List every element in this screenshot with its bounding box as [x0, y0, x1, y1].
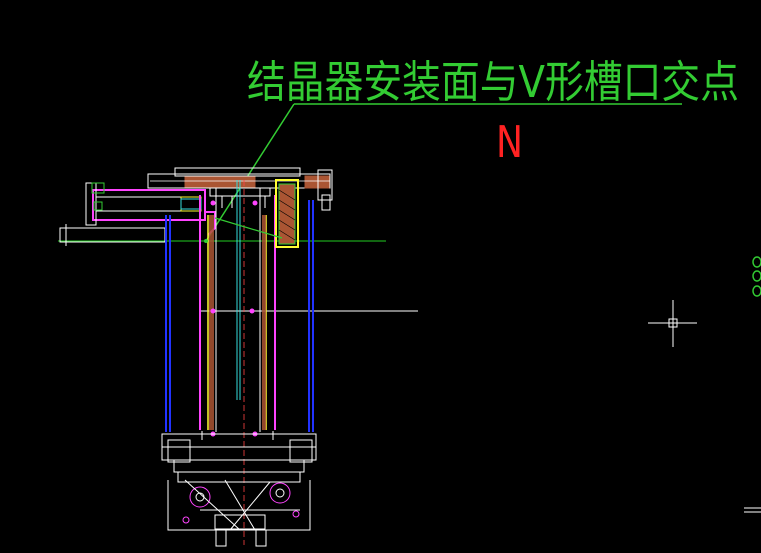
outer-tube: [165, 200, 314, 432]
annotation-leader-line: [205, 103, 295, 242]
inner-bore: [215, 188, 261, 432]
marker-letter-n: N: [496, 117, 523, 168]
edge-green-marks: [752, 256, 761, 297]
liner-hatch: [209, 215, 266, 430]
edge-white-ticks: [744, 507, 761, 513]
right-gauge: [214, 179, 299, 248]
center-axis: [236, 180, 241, 400]
left-arm: [59, 182, 206, 246]
bottom-flange: [161, 433, 317, 483]
bottom-mechanism: [167, 479, 311, 547]
annotation-label: 结晶器安装面与V形槽口交点: [247, 57, 739, 108]
small-white-ticks: [201, 196, 274, 440]
bolt-markers: [204, 200, 258, 437]
crystallizer-assembly[interactable]: [59, 167, 333, 547]
cursor-crosshair-icon: [648, 300, 697, 347]
